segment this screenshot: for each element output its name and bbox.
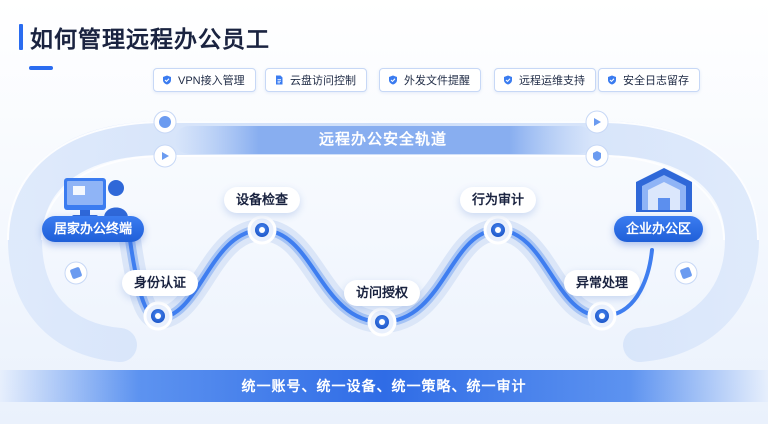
feature-chip-outbound: 外发文件提醒	[379, 68, 481, 92]
home-computer-icon	[64, 178, 128, 219]
feature-label: 云盘访问控制	[290, 75, 356, 87]
step-node-exception	[587, 301, 617, 331]
enterprise-building-icon	[636, 168, 692, 212]
track-button-right-side	[674, 261, 698, 285]
step-label-audit: 行为审计	[459, 187, 537, 213]
endpoint-enterprise: 企业办公区	[614, 216, 704, 242]
title-accent-bar	[19, 24, 23, 50]
document-icon	[276, 75, 283, 85]
shield-check-icon	[504, 75, 512, 85]
feature-chip-remote-ops: 远程运维支持	[494, 68, 596, 92]
footer-slogan: 统一账号、统一设备、统一策略、统一审计	[241, 378, 527, 394]
feature-label: 安全日志留存	[623, 75, 689, 87]
track-button-left-side	[64, 261, 88, 285]
step-node-identity	[143, 301, 173, 331]
step-label-identity: 身份认证	[121, 270, 199, 296]
step-label-device: 设备检查	[223, 187, 301, 213]
page-title: 如何管理远程办公员工	[30, 26, 270, 52]
title-underline	[29, 66, 53, 70]
step-label-exception: 异常处理	[563, 270, 641, 296]
track-button-right-mid	[585, 144, 609, 168]
feature-label: 远程运维支持	[519, 75, 585, 87]
step-node-device	[247, 215, 277, 245]
shield-check-icon	[163, 75, 171, 85]
shield-check-icon	[389, 75, 397, 85]
shield-check-icon	[608, 75, 616, 85]
track-button-left-top	[153, 110, 177, 134]
step-node-audit	[483, 215, 513, 245]
track-button-right-top	[585, 110, 609, 134]
feature-chip-logs: 安全日志留存	[598, 68, 700, 92]
track-title-band	[175, 126, 593, 154]
track-button-left-mid	[153, 144, 177, 168]
feature-chip-vpn: VPN接入管理	[153, 68, 256, 92]
footer-band	[0, 370, 768, 402]
endpoint-home-office: 居家办公终端	[42, 216, 145, 242]
step-label-access: 访问授权	[343, 280, 421, 306]
feature-label: VPN接入管理	[178, 75, 245, 87]
feature-label: 外发文件提醒	[404, 75, 470, 87]
outer-track	[7, 121, 760, 362]
step-node-access	[367, 307, 397, 337]
feature-chip-cloud: 云盘访问控制	[265, 68, 367, 92]
track-title: 远程办公安全轨道	[318, 131, 447, 148]
